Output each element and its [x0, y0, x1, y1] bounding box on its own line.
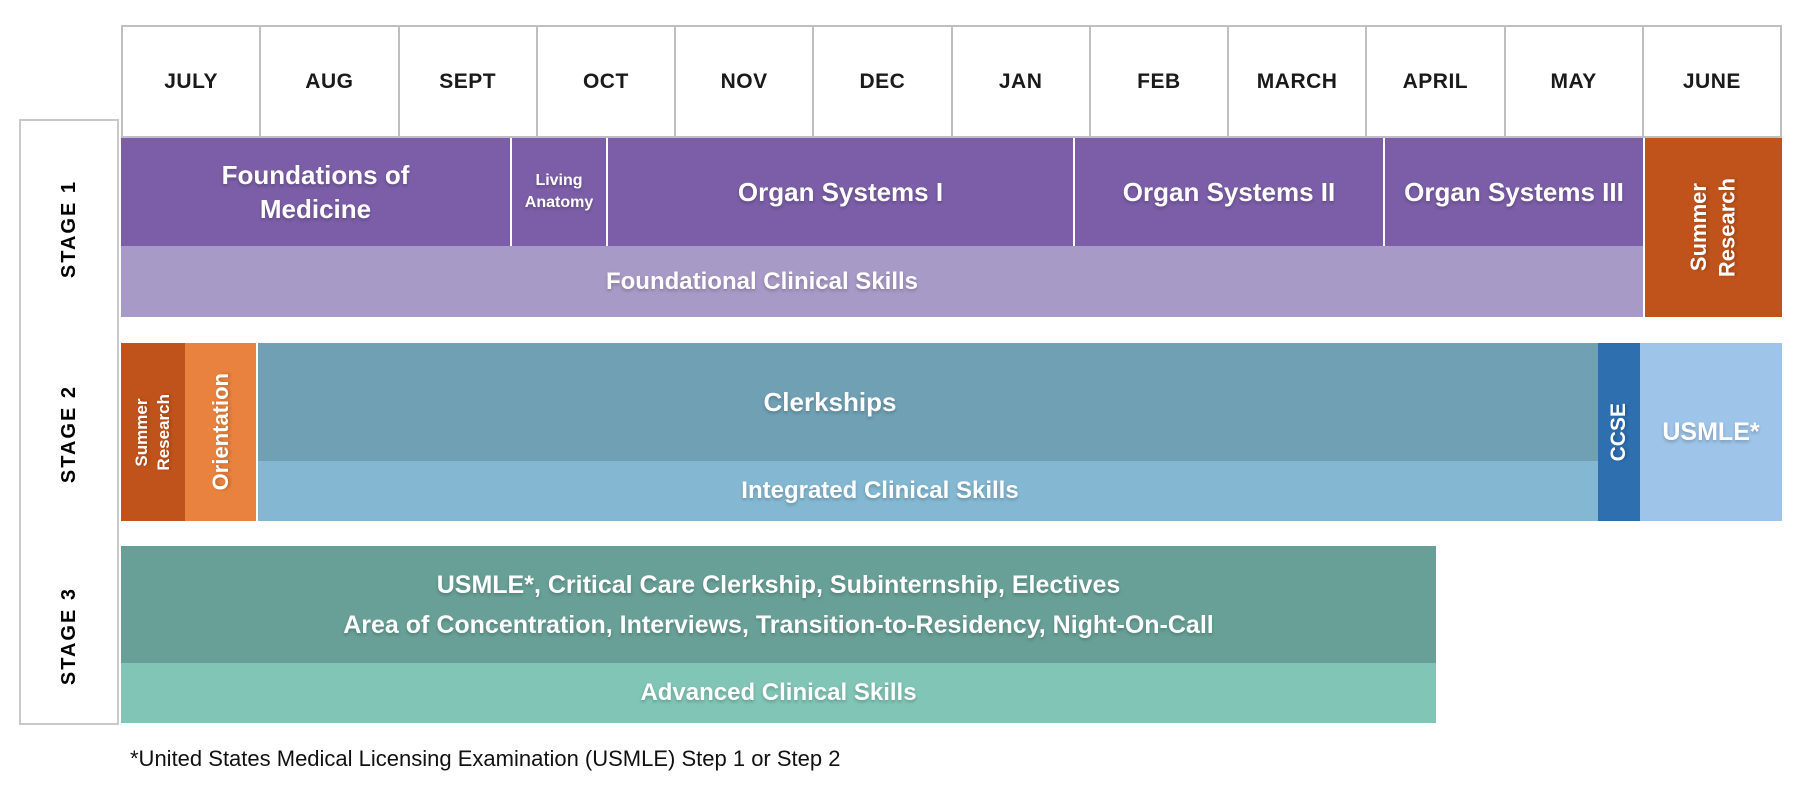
- integrated-clinical-skills-label: Integrated Clinical Skills: [741, 477, 1019, 504]
- stage2-summer-research-block: Summer Research: [121, 343, 185, 521]
- stage1-label: STAGE 1: [57, 180, 80, 279]
- orientation-block: Orientation: [185, 343, 256, 521]
- stage2-label: STAGE 2: [57, 384, 80, 484]
- living-anatomy-block: Living Anatomy: [512, 138, 606, 246]
- month-cell-oct: OCT: [538, 27, 676, 136]
- stage3-label-wrap: STAGE 3: [21, 548, 117, 725]
- organ-systems-2-label: Organ Systems II: [1122, 176, 1336, 207]
- organ-systems-3-label: Organ Systems III: [1404, 176, 1624, 207]
- integrated-clinical-skills-bar: Integrated Clinical Skills: [258, 461, 1598, 521]
- living-anatomy-line1: Living: [535, 172, 583, 189]
- stage2-summer-research-line1: Summer: [131, 397, 151, 467]
- month-cell-sept: SEPT: [400, 27, 538, 136]
- stage3-main-block: USMLE*, Critical Care Clerkship, Subinte…: [121, 546, 1436, 663]
- stage3-line2: Area of Concentration, Interviews, Trans…: [343, 610, 1214, 639]
- living-anatomy-line2: Anatomy: [524, 194, 594, 211]
- usmle-footnote: *United States Medical Licensing Examina…: [130, 746, 841, 771]
- ccse-block: CCSE: [1598, 343, 1640, 521]
- stage2-summer-research-line2: Research: [154, 393, 173, 471]
- stage1-label-wrap: STAGE 1: [21, 140, 117, 319]
- stage1-summer-research-line1: Summer: [1685, 183, 1711, 272]
- stage2-label-wrap: STAGE 2: [21, 345, 117, 523]
- organ-systems-2-block: Organ Systems II: [1075, 138, 1383, 246]
- foundations-line2: Medicine: [259, 194, 372, 224]
- stage2-usmle-block: USMLE*: [1640, 343, 1782, 521]
- month-cell-nov: NOV: [676, 27, 815, 136]
- month-cell-jan: JAN: [953, 27, 1091, 136]
- stage-labels-box: STAGE 1 STAGE 2 STAGE 3: [19, 119, 119, 725]
- stage3-line1: USMLE*, Critical Care Clerkship, Subinte…: [436, 570, 1121, 599]
- organ-systems-3-block: Organ Systems III: [1385, 138, 1643, 246]
- stage2-usmle-label: USMLE*: [1662, 417, 1760, 446]
- month-cell-may: MAY: [1506, 27, 1644, 136]
- foundational-clinical-skills-bar: Foundational Clinical Skills: [121, 246, 1643, 317]
- month-cell-aug: AUG: [261, 27, 400, 136]
- month-cell-june: JUNE: [1682, 69, 1741, 93]
- month-cell-april: APRIL: [1367, 27, 1506, 136]
- advanced-clinical-skills-label: Advanced Clinical Skills: [640, 679, 917, 706]
- advanced-clinical-skills-bar: Advanced Clinical Skills: [121, 663, 1436, 723]
- foundational-clinical-skills-label: Foundational Clinical Skills: [605, 267, 919, 295]
- stage3-label: STAGE 3: [57, 587, 80, 686]
- month-cell-july: JULY: [123, 27, 262, 136]
- foundations-line1: Foundations of: [221, 160, 410, 190]
- organ-systems-1-block: Organ Systems I: [608, 138, 1073, 246]
- month-header-row: JULY AUG SEPT OCT NOV DEC JAN FEB MARCH …: [121, 25, 1782, 138]
- ccse-label: CCSE: [1607, 402, 1630, 462]
- month-cell-march: MARCH: [1229, 27, 1368, 136]
- orientation-label: Orientation: [207, 373, 233, 491]
- organ-systems-1-label: Organ Systems I: [737, 176, 944, 207]
- month-cell-feb: FEB: [1091, 27, 1229, 136]
- foundations-of-medicine-block: Foundations of Medicine: [121, 138, 510, 246]
- stage1-summer-research-line2: Research: [1714, 177, 1740, 278]
- clerkships-label: Clerkships: [763, 386, 897, 417]
- clerkships-block: Clerkships: [258, 343, 1598, 461]
- month-cell-dec: DEC: [814, 27, 953, 136]
- stage1-summer-research-block: Summer Research: [1645, 138, 1782, 317]
